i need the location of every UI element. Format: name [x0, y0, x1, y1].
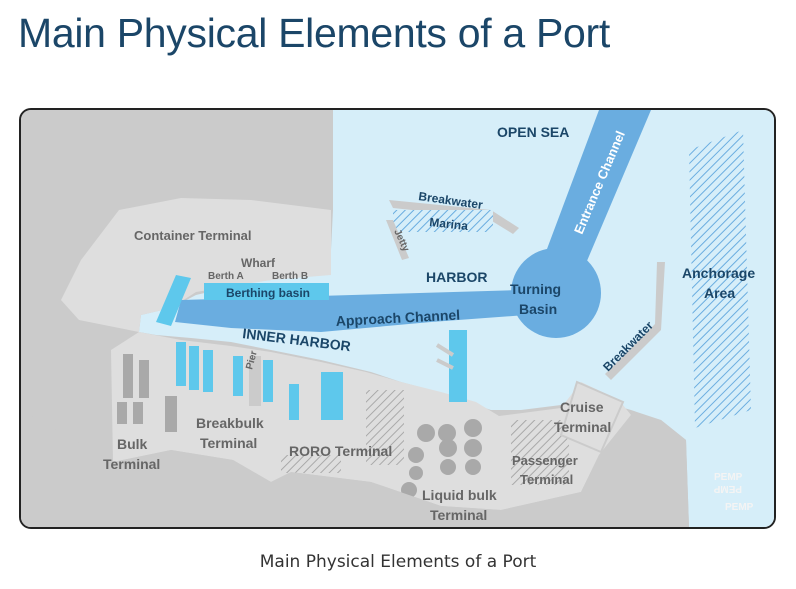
approach-channel-shape	[175, 290, 526, 332]
approach-channel-label: Approach Channel	[335, 307, 460, 329]
passenger-terminal-area	[511, 420, 569, 485]
berth-b-label: Berth B	[272, 271, 308, 282]
pemp-watermark-logo: PEMP PEMP PEMP	[713, 472, 753, 513]
passenger-terminal-label-line1: Passenger	[512, 453, 578, 468]
container-terminal-label: Container Terminal	[134, 228, 252, 243]
turning-basin-label-line2: Basin	[519, 301, 557, 317]
passenger-terminal-label-line2: Terminal	[520, 472, 573, 487]
breakwater-top	[389, 200, 519, 234]
pier-structure	[249, 356, 261, 406]
jetty-structure	[386, 220, 409, 260]
bottom-land	[21, 410, 689, 527]
bulk-terminal-label-line2: Terminal	[103, 456, 160, 472]
port-map: OPEN SEA Entrance Channel Anchorage Area…	[21, 110, 774, 527]
marina-label: Marina	[429, 215, 469, 233]
figure-caption: Main Physical Elements of a Port	[259, 552, 537, 572]
marina-area	[393, 210, 493, 232]
wharf-label: Wharf	[241, 256, 276, 270]
roro-parking	[281, 455, 341, 473]
breakwater-right	[605, 262, 665, 380]
liquid-bulk-terminal-label-line1: Liquid bulk	[422, 487, 497, 503]
watermark-line3: PEMP	[725, 502, 754, 513]
bulk-terminal-storage	[117, 354, 177, 432]
page-title: Main Physical Elements of a Port	[18, 10, 610, 56]
liquid-bulk-tanks	[401, 419, 482, 498]
cruise-terminal-label-line2: Terminal	[554, 419, 611, 435]
turning-basin-shape	[511, 248, 601, 338]
roro-storage	[366, 390, 404, 465]
anchorage-area-shape	[689, 130, 751, 428]
watermark-line2: PEMP	[713, 483, 742, 494]
entrance-channel-shape	[541, 110, 651, 275]
open-sea-label: OPEN SEA	[497, 124, 569, 140]
liquid-bulk-pier	[435, 343, 455, 370]
berth-a-label: Berth A	[208, 271, 244, 282]
port-diagram: OPEN SEA Entrance Channel Anchorage Area…	[19, 108, 776, 529]
pier-label: Pier	[244, 350, 260, 371]
roro-terminal-label: RORO Terminal	[289, 443, 392, 459]
berthing-basin-shape	[204, 283, 329, 300]
container-berth-slip	[156, 275, 191, 326]
liquid-bulk-terminal-label-line2: Terminal	[430, 507, 487, 523]
cruise-terminal-label-line1: Cruise	[560, 399, 604, 415]
watermark-line1: PEMP	[714, 472, 743, 483]
harbor-label: HARBOR	[426, 269, 487, 285]
container-terminal-land	[61, 198, 331, 332]
liquid-bulk-berth	[449, 330, 467, 402]
roro-berths	[289, 372, 343, 420]
bulk-terminal-label-line1: Bulk	[117, 436, 148, 452]
anchorage-area-label-line1: Anchorage	[682, 265, 755, 281]
turning-basin-label-line1: Turning	[510, 281, 561, 297]
breakbulk-berths	[176, 342, 273, 402]
anchorage-area-label-line2: Area	[704, 285, 735, 301]
cruise-terminal-area	[559, 380, 625, 454]
breakbulk-terminal-label-line2: Terminal	[200, 435, 257, 451]
berthing-basin-label: Berthing basin	[226, 286, 310, 300]
breakbulk-terminal-label-line1: Breakbulk	[196, 415, 264, 431]
